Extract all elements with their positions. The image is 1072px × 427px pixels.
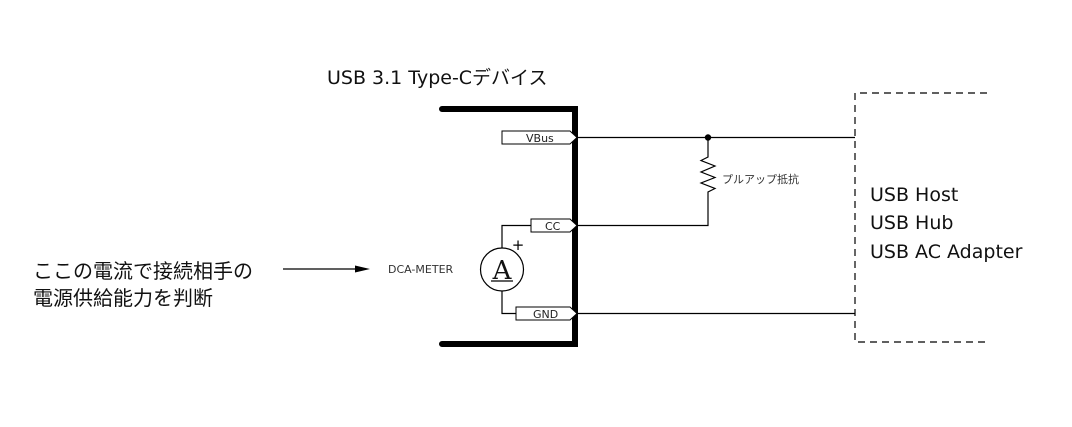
ammeter-letter: A	[492, 256, 513, 286]
pullup-resistor	[699, 137, 717, 194]
arrow-head-icon	[355, 265, 370, 273]
wire-meter-top	[501, 224, 531, 248]
annotation-line-2: 電源供給能力を判断	[33, 286, 213, 310]
wire-meter-bottom	[501, 291, 516, 315]
meter-label: DCA-METER	[388, 263, 454, 276]
pin-gnd: GND	[515, 306, 578, 321]
host-line-2: USB Hub	[870, 212, 953, 234]
pin-cc-label: CC	[545, 220, 561, 233]
annotation-line-1: ここの電流で接続相手の	[33, 259, 253, 283]
wire-cc	[577, 194, 709, 227]
host-line-3: USB AC Adapter	[870, 241, 1023, 263]
pin-vbus-label: VBus	[526, 132, 554, 145]
host-device-box	[854, 92, 987, 343]
ammeter-symbol	[479, 247, 525, 292]
pin-vbus: VBus	[501, 130, 578, 145]
resistor-label: プルアップ抵抗	[722, 172, 799, 186]
pin-gnd-label: GND	[533, 308, 558, 321]
pin-cc: CC	[530, 218, 578, 233]
device-title: USB 3.1 Type-Cデバイス	[327, 67, 548, 89]
ammeter-polarity: +	[512, 236, 525, 254]
host-line-1: USB Host	[870, 184, 958, 206]
